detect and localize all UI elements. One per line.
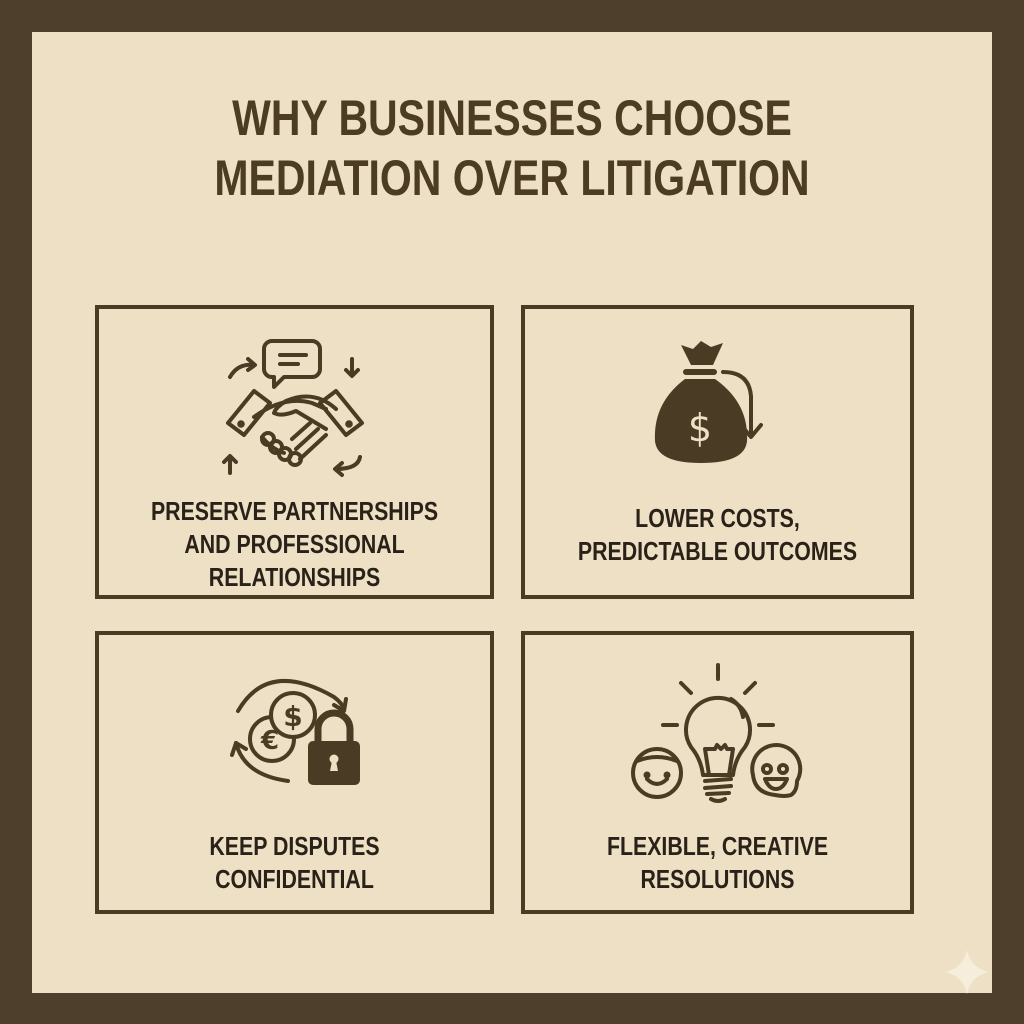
label-line: PRESERVE PARTNERSHIPS xyxy=(150,496,439,526)
label-line: AND PROFESSIONAL xyxy=(184,529,405,559)
lightbulb-faces-icon xyxy=(525,657,910,807)
label-line: LOWER COSTS, xyxy=(635,503,800,533)
svg-text:$: $ xyxy=(283,700,302,733)
label-line: FLEXIBLE, CREATIVE xyxy=(606,831,829,861)
label-line: KEEP DISPUTES xyxy=(209,831,380,861)
card-label: LOWER COSTS, PREDICTABLE OUTCOMES xyxy=(560,502,876,568)
card-keep-confidential: € $ KEEP DISPUTES CONFIDENTIAL xyxy=(95,631,494,914)
title-line-2: MEDIATION OVER LITIGATION xyxy=(214,150,810,206)
money-bag-icon: $ xyxy=(525,333,910,473)
card-flexible-resolutions: FLEXIBLE, CREATIVE RESOLUTIONS xyxy=(521,631,914,914)
sparkle-icon xyxy=(943,948,991,996)
svg-text:$: $ xyxy=(687,406,711,450)
card-lower-costs: $ LOWER COSTS, PREDICTABLE OUTCOMES xyxy=(521,305,914,599)
card-label: FLEXIBLE, CREATIVE RESOLUTIONS xyxy=(560,830,876,896)
title-line-1: WHY BUSINESSES CHOOSE xyxy=(232,90,792,146)
label-line: CONFIDENTIAL xyxy=(215,864,374,894)
label-line: PREDICTABLE OUTCOMES xyxy=(577,536,858,566)
label-line: RELATIONSHIPS xyxy=(208,562,381,592)
page-title: WHY BUSINESSES CHOOSE MEDIATION OVER LIT… xyxy=(92,88,932,208)
label-line: RESOLUTIONS xyxy=(640,864,795,894)
handshake-icon xyxy=(99,331,490,481)
svg-text:€: € xyxy=(259,726,278,756)
card-preserve-partnerships: PRESERVE PARTNERSHIPS AND PROFESSIONAL R… xyxy=(95,305,494,599)
coins-lock-icon: € $ xyxy=(99,663,490,793)
card-label: KEEP DISPUTES CONFIDENTIAL xyxy=(134,830,455,896)
card-label: PRESERVE PARTNERSHIPS AND PROFESSIONAL R… xyxy=(134,495,455,594)
